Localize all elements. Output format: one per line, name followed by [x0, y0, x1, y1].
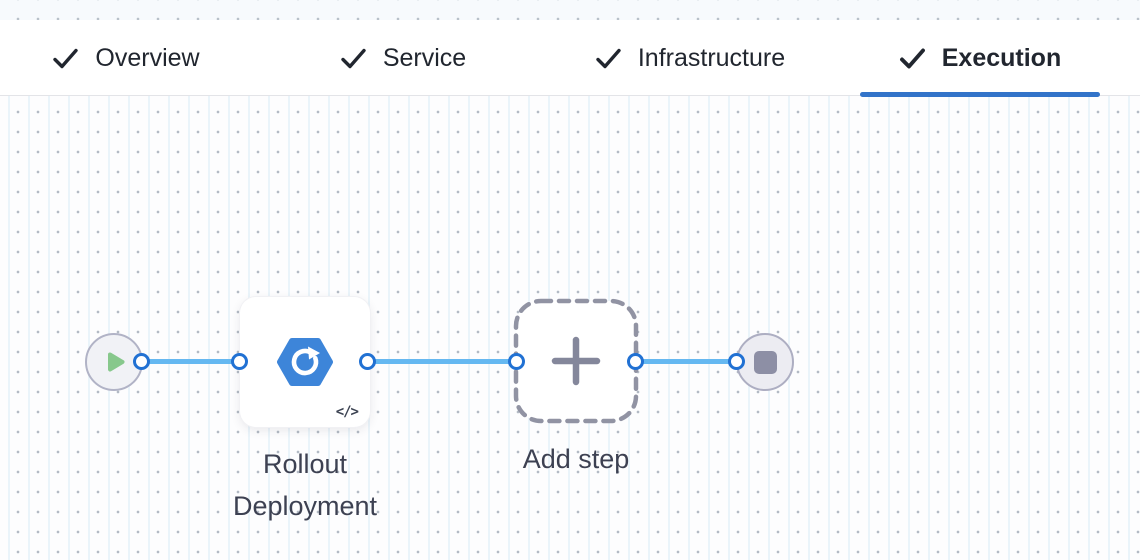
plus-icon	[513, 298, 639, 424]
rollout-label-line2: Deployment	[232, 491, 378, 521]
tab-overview[interactable]: Overview	[6, 20, 246, 96]
tab-execution[interactable]: Execution	[860, 20, 1100, 97]
code-icon: </>	[335, 404, 359, 420]
stop-icon	[753, 350, 777, 374]
active-tab-underline	[860, 92, 1100, 97]
check-icon	[53, 48, 79, 68]
check-icon	[596, 48, 621, 68]
check-icon	[899, 48, 925, 68]
add-step-label: Add step	[522, 444, 630, 474]
tab-label: Service	[382, 43, 467, 72]
rollout-label-line1: Rollout	[262, 449, 348, 479]
tab-service[interactable]: Service	[283, 20, 523, 96]
canvas-top-strip	[0, 0, 1140, 20]
end-node[interactable]	[736, 333, 794, 391]
pipeline-canvas[interactable]: </> Rollout Deployment Add step	[0, 96, 1140, 560]
add-step-node[interactable]	[513, 298, 639, 424]
rollout-deployment-step[interactable]: </>	[240, 297, 370, 427]
tab-infrastructure[interactable]: Infrastructure	[570, 20, 810, 96]
port-addstep-out[interactable]	[627, 353, 644, 370]
port-end-in[interactable]	[728, 353, 745, 370]
port-rollout-out[interactable]	[359, 353, 376, 370]
connector-addstep-to-end	[636, 359, 737, 364]
rollout-step-label: Rollout Deployment	[192, 443, 418, 527]
port-start-out[interactable]	[133, 353, 150, 370]
rollout-deployment-icon	[277, 338, 333, 386]
tab-label: Execution	[941, 43, 1062, 72]
port-rollout-in[interactable]	[231, 353, 248, 370]
tab-label: Overview	[95, 43, 200, 72]
check-icon	[341, 48, 366, 68]
port-addstep-in[interactable]	[508, 353, 525, 370]
tab-label: Infrastructure	[637, 43, 786, 72]
stage-tabbar: Overview Service Infrastructure Executio…	[0, 20, 1140, 97]
connector-rollout-to-addstep	[368, 359, 517, 364]
connector-start-to-rollout	[142, 359, 240, 364]
play-icon	[108, 352, 125, 372]
